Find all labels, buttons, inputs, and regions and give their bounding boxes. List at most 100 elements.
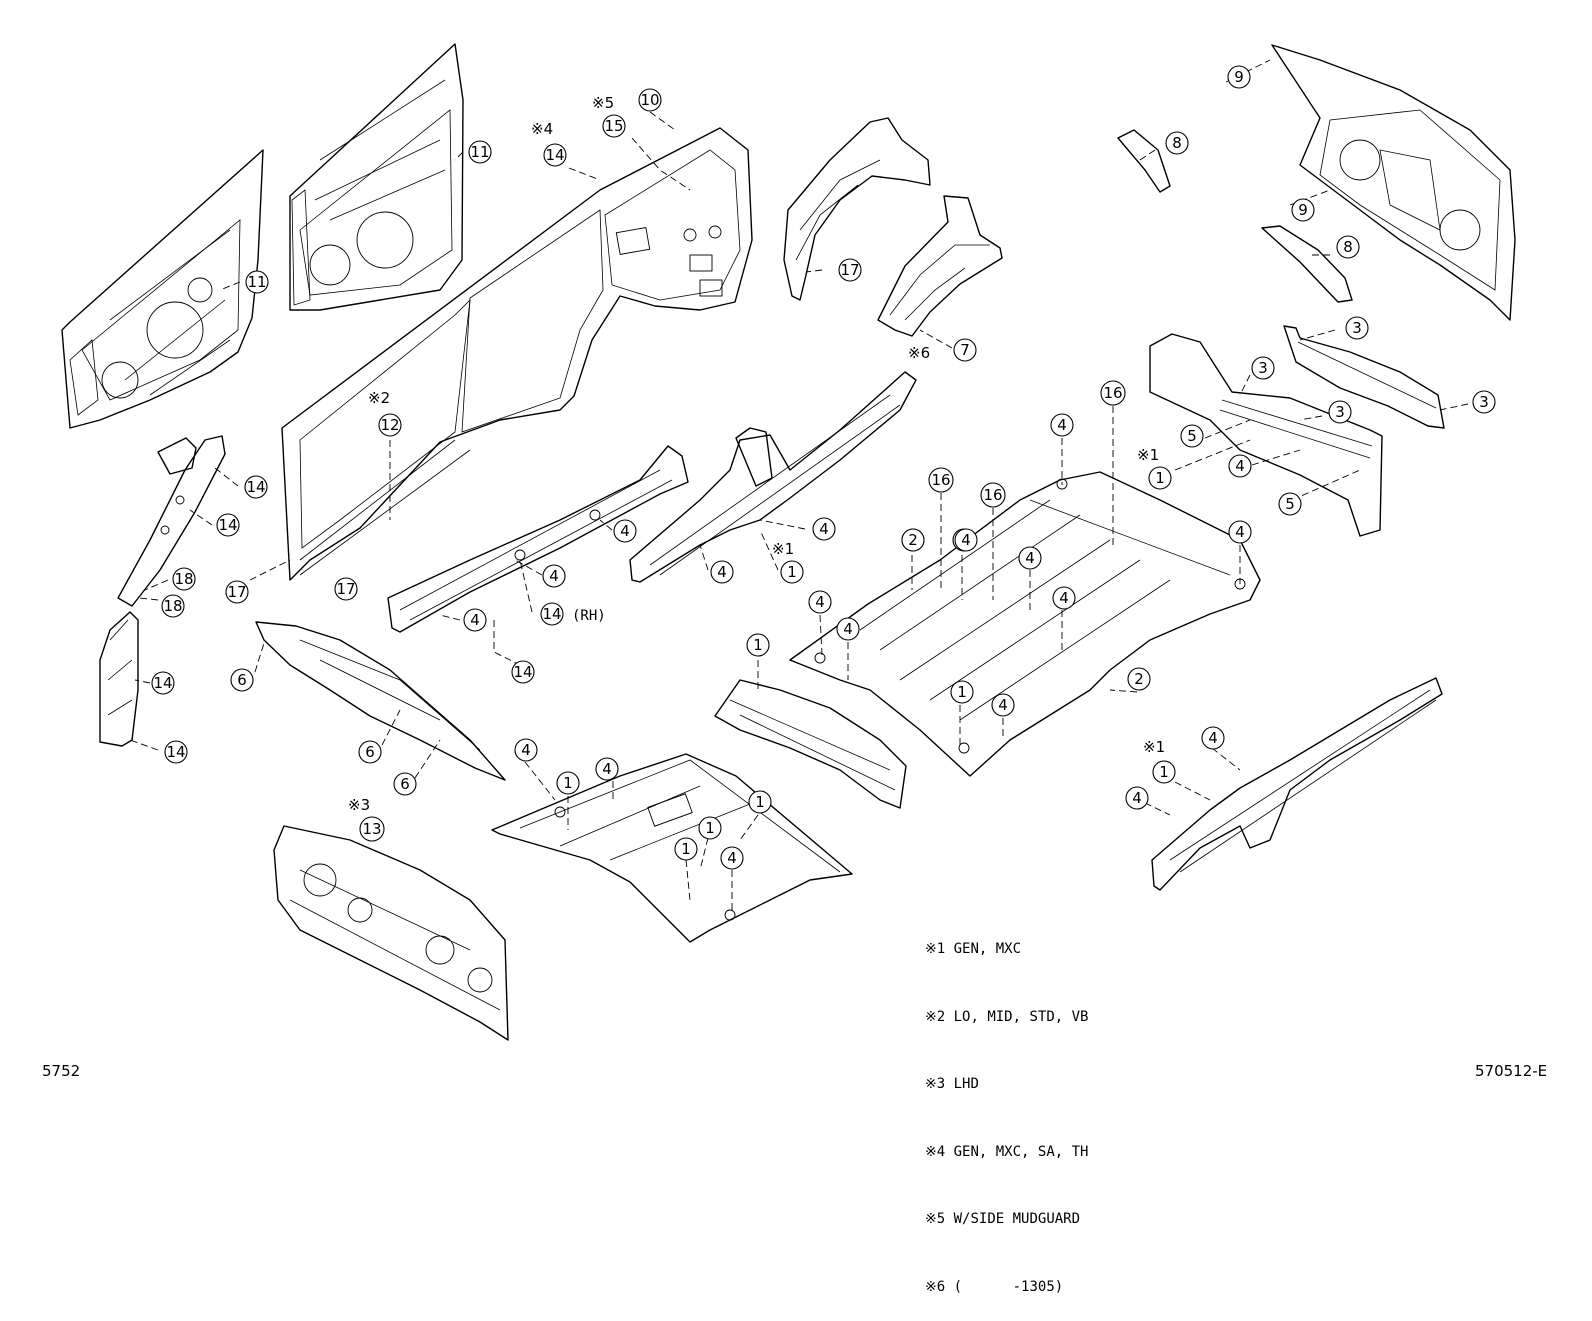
side-outer-panel[interactable] xyxy=(281,127,753,581)
callout-17[interactable]: 17 xyxy=(838,258,862,282)
note-mark-1: ※1 xyxy=(772,540,794,558)
svg-text:1: 1 xyxy=(1155,469,1165,487)
rear-side-member[interactable] xyxy=(1151,677,1443,891)
callout-8[interactable]: 8 xyxy=(1165,131,1189,155)
callout-17[interactable]: 17 xyxy=(225,580,249,604)
callout-9[interactable]: 9 xyxy=(1291,198,1315,222)
svg-text:14: 14 xyxy=(153,674,172,692)
callout-4[interactable]: 4 xyxy=(991,693,1015,717)
callout-18[interactable]: 18 xyxy=(161,594,185,618)
svg-text:1: 1 xyxy=(681,840,691,858)
callout-1[interactable]: 1 xyxy=(1148,466,1172,490)
callout-1[interactable]: 1 xyxy=(674,837,698,861)
callout-3[interactable]: 3 xyxy=(1251,356,1275,380)
callout-6[interactable]: 6 xyxy=(230,668,254,692)
callout-10[interactable]: 10 xyxy=(638,88,662,112)
callout-1[interactable]: 1 xyxy=(950,680,974,704)
back-panel-upper[interactable] xyxy=(1283,325,1445,429)
callout-2[interactable]: 2 xyxy=(901,528,925,552)
callout-4[interactable]: 4 xyxy=(463,608,487,632)
callout-1[interactable]: 1 xyxy=(1152,760,1176,784)
rear-floor-pan[interactable] xyxy=(789,471,1261,777)
roof-panel[interactable] xyxy=(255,621,506,781)
callout-6[interactable]: 6 xyxy=(358,740,382,764)
front-side-member[interactable] xyxy=(629,371,917,583)
pillar-reinforcement-lower[interactable] xyxy=(99,611,139,747)
callout-3[interactable]: 3 xyxy=(1345,316,1369,340)
back-door-reinforcement-lower[interactable] xyxy=(1261,225,1353,303)
callout-5[interactable]: 5 xyxy=(1278,492,1302,516)
callout-5[interactable]: 5 xyxy=(1180,424,1204,448)
dash-panel[interactable] xyxy=(273,825,509,1041)
callout-18[interactable]: 18 xyxy=(172,567,196,591)
svg-text:1: 1 xyxy=(705,819,715,837)
callout-4[interactable]: 4 xyxy=(514,738,538,762)
front-door-panel[interactable] xyxy=(61,149,264,429)
callout-11[interactable]: 11 xyxy=(468,140,492,164)
callout-4[interactable]: 4 xyxy=(720,846,744,870)
callout-4[interactable]: 4 xyxy=(542,564,566,588)
callout-3[interactable]: 3 xyxy=(1328,400,1352,424)
callout-4[interactable]: 4 xyxy=(1018,546,1042,570)
callout-1[interactable]: 1 xyxy=(748,790,772,814)
callout-4[interactable]: 4 xyxy=(954,528,978,552)
front-floor-pan[interactable] xyxy=(491,753,853,943)
callout-4[interactable]: 4 xyxy=(1125,786,1149,810)
callout-14[interactable]: 14 xyxy=(540,602,564,626)
callout-16[interactable]: 16 xyxy=(928,467,954,493)
callout-14[interactable]: 14 xyxy=(164,740,188,764)
wheel-house-outer[interactable] xyxy=(783,117,931,301)
svg-text:4: 4 xyxy=(521,741,531,759)
callout-4[interactable]: 4 xyxy=(836,617,860,641)
callout-3[interactable]: 3 xyxy=(1472,390,1496,414)
rocker-panel[interactable] xyxy=(387,445,689,633)
callout-14[interactable]: 14 xyxy=(543,143,567,167)
callout-4[interactable]: 4 xyxy=(1052,586,1076,610)
callout-4[interactable]: 4 xyxy=(1050,413,1074,437)
rear-door-panel[interactable] xyxy=(289,43,464,311)
callout-14[interactable]: 14 xyxy=(511,660,535,684)
callout-16[interactable]: 16 xyxy=(980,482,1006,508)
callout-4[interactable]: 4 xyxy=(613,519,637,543)
back-door-panel[interactable] xyxy=(1271,44,1516,321)
callout-4[interactable]: 4 xyxy=(595,757,619,781)
callout-11[interactable]: 11 xyxy=(245,270,269,294)
svg-text:4: 4 xyxy=(815,593,825,611)
callout-17[interactable]: 17 xyxy=(334,577,358,601)
callout-8[interactable]: 8 xyxy=(1336,235,1360,259)
callout-15[interactable]: 15 xyxy=(602,114,626,138)
callout-4[interactable]: 4 xyxy=(1228,454,1252,478)
callout-2[interactable]: 2 xyxy=(1127,667,1151,691)
svg-text:17: 17 xyxy=(840,261,859,279)
callout-4[interactable]: 4 xyxy=(710,560,734,584)
note-mark-5: ※5 xyxy=(592,94,614,112)
callout-12[interactable]: 12 xyxy=(378,413,402,437)
callout-1[interactable]: 1 xyxy=(698,816,722,840)
back-door-reinforcement-upper[interactable] xyxy=(1117,129,1171,193)
body-parts-exploded-diagram: 11 11 10 15 14 12 17 17 17 7 9 9 8 8 3 3… xyxy=(61,43,1516,1041)
svg-text:4: 4 xyxy=(1025,549,1035,567)
svg-text:11: 11 xyxy=(470,143,489,161)
svg-text:3: 3 xyxy=(1352,319,1362,337)
callout-14[interactable]: 14 xyxy=(151,671,175,695)
callout-1[interactable]: 1 xyxy=(780,560,804,584)
callout-4[interactable]: 4 xyxy=(812,517,836,541)
callout-4[interactable]: 4 xyxy=(808,590,832,614)
svg-text:17: 17 xyxy=(336,580,355,598)
center-floor-crossmember[interactable] xyxy=(714,679,907,809)
back-panel-lower[interactable] xyxy=(1149,333,1383,537)
callout-6[interactable]: 6 xyxy=(393,772,417,796)
callout-1[interactable]: 1 xyxy=(746,633,770,657)
callout-9[interactable]: 9 xyxy=(1227,65,1251,89)
wheel-house-inner[interactable] xyxy=(877,195,1003,337)
callout-4[interactable]: 4 xyxy=(1228,520,1252,544)
callout-1[interactable]: 1 xyxy=(556,771,580,795)
callout-14[interactable]: 14 xyxy=(244,475,268,499)
svg-text:4: 4 xyxy=(1057,416,1067,434)
callout-7[interactable]: 7 xyxy=(953,338,977,362)
callout-14[interactable]: 14 xyxy=(216,513,240,537)
callout-16[interactable]: 16 xyxy=(1100,380,1126,406)
pillar-reinforcement-upper[interactable] xyxy=(117,435,226,607)
callout-4[interactable]: 4 xyxy=(1201,726,1225,750)
callout-13[interactable]: 13 xyxy=(359,816,385,842)
